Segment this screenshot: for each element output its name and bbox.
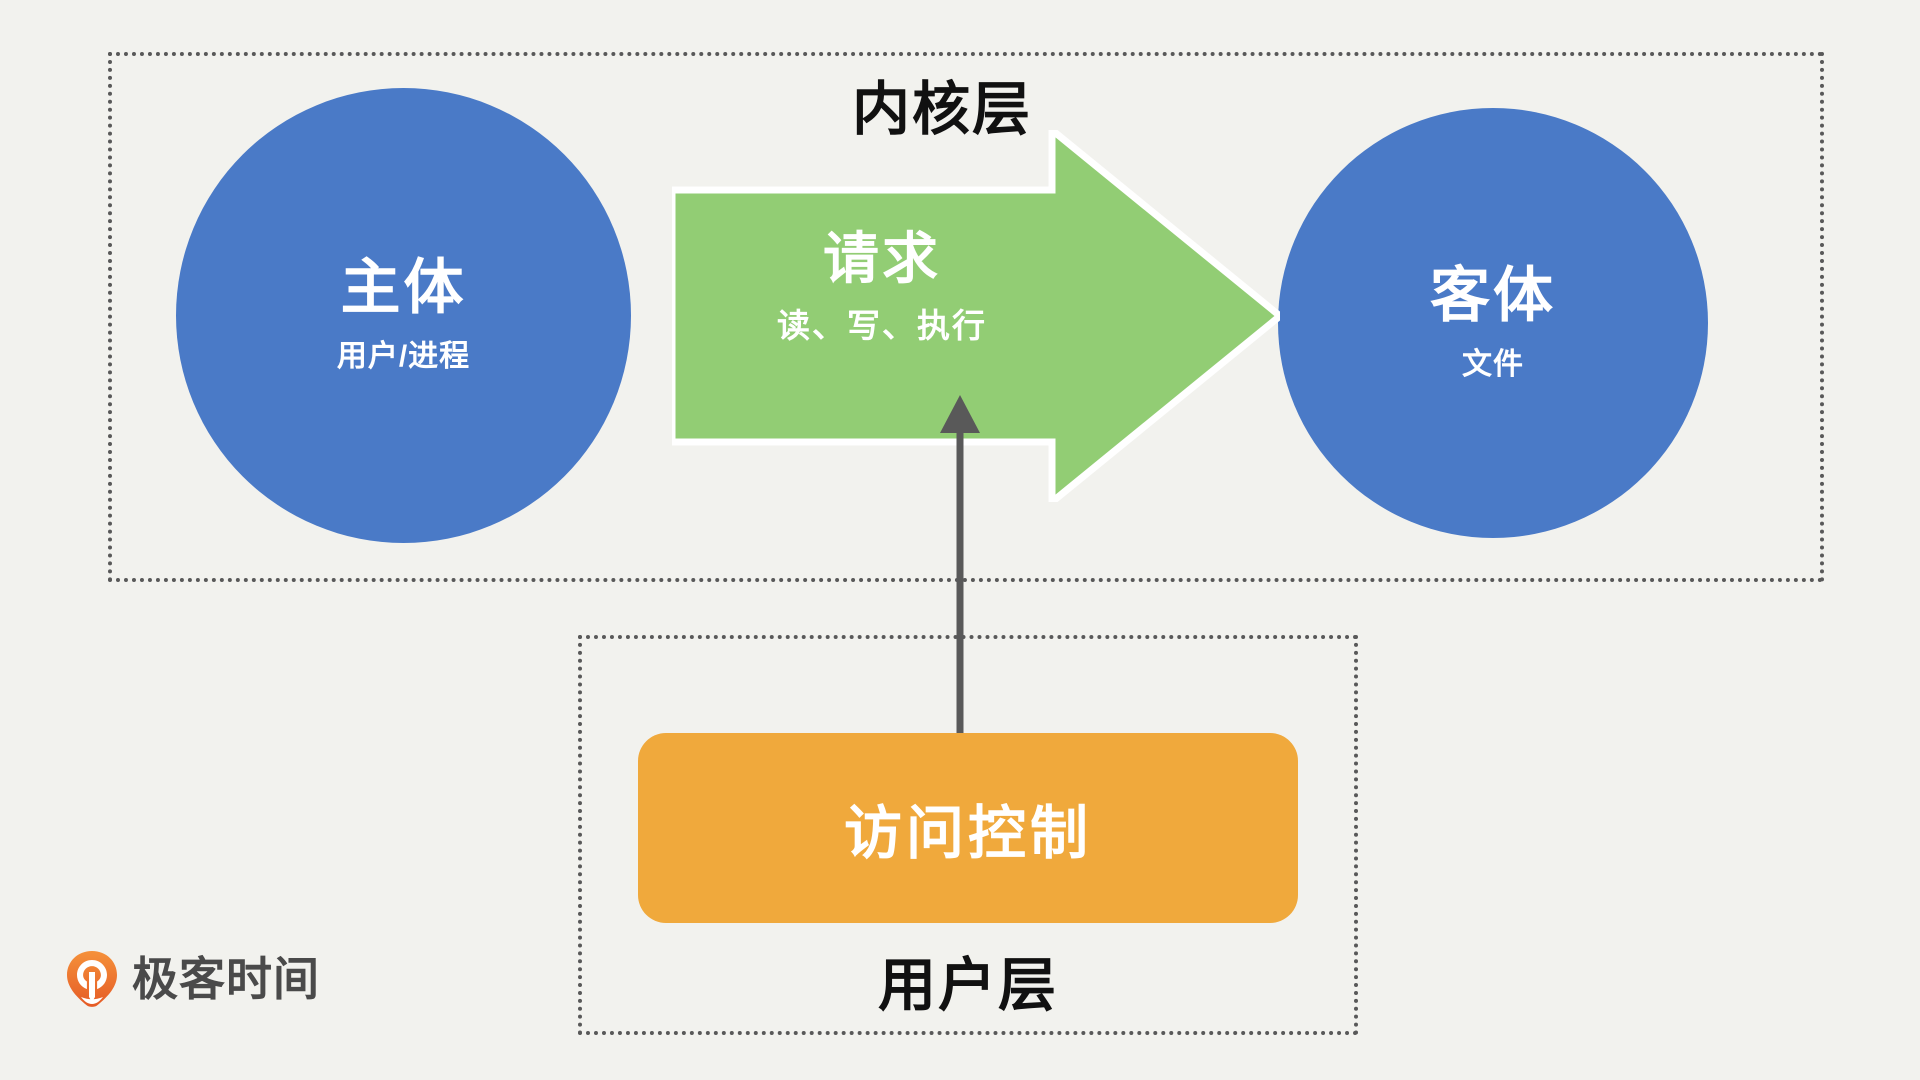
geektime-logo-icon (66, 950, 118, 1008)
object-node-subtitle: 文件 (1462, 347, 1524, 381)
subject-node-title: 主体 (340, 254, 467, 321)
brand-logo: 极客时间 (66, 950, 320, 1008)
object-node: 客体 文件 (1278, 108, 1708, 538)
object-node-title: 客体 (1430, 261, 1556, 329)
request-arrow-shape (672, 130, 1280, 502)
user-layer-title: 用户层 (877, 953, 1058, 1018)
arrow-up-icon (940, 395, 980, 740)
access-control-box: 访问控制 (638, 733, 1298, 923)
connector-arrow-shape (930, 395, 990, 740)
user-layer-frame (578, 635, 1358, 1035)
kernel-layer-frame (108, 52, 1824, 582)
request-arrow-icon (672, 130, 1280, 502)
geektime-mark-svg (67, 951, 117, 1007)
subject-node: 主体 用户/进程 (176, 88, 631, 543)
brand-name: 极客时间 (132, 953, 320, 1005)
subject-node-subtitle: 用户/进程 (336, 340, 471, 373)
access-control-title: 访问控制 (843, 801, 1092, 866)
kernel-layer-title: 内核层 (851, 77, 1032, 142)
